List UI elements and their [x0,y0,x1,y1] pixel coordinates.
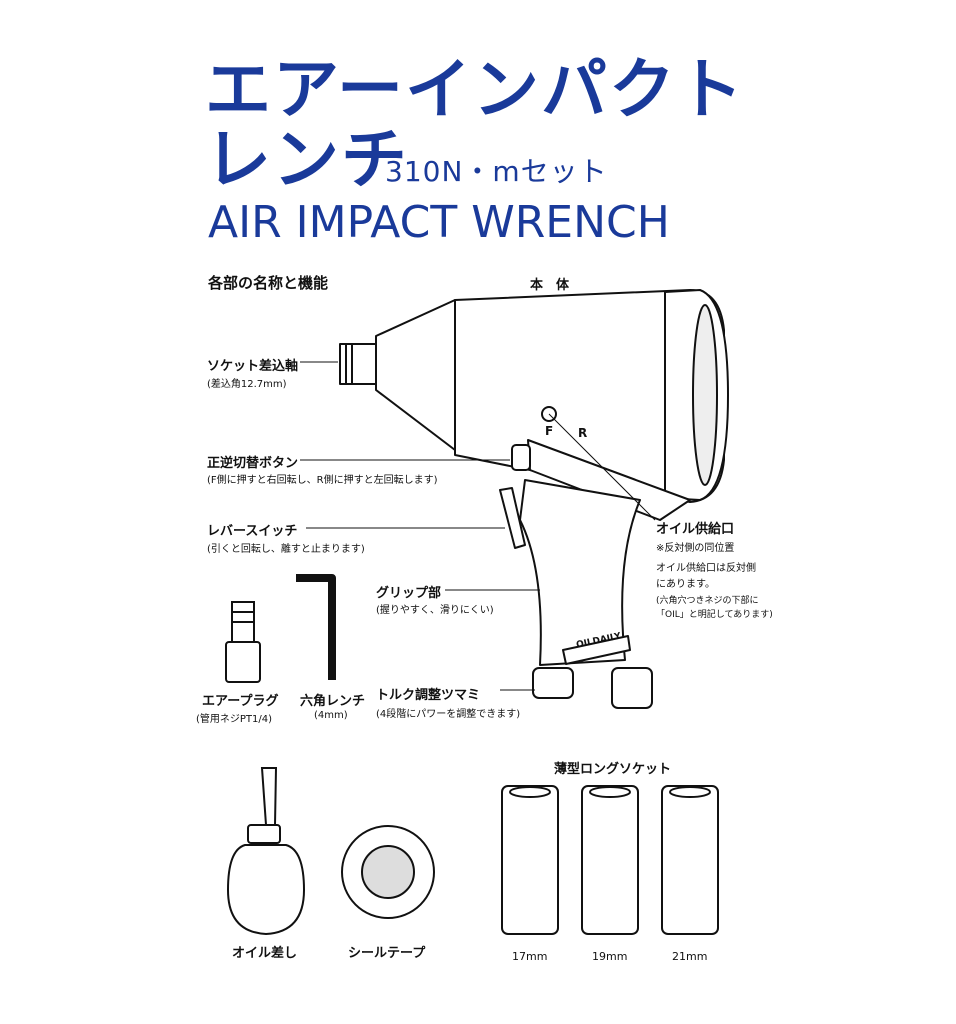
torque-knob-label: トルク調整ツマミ [376,688,481,703]
grip-note: (握りやすく、滑りにくい) [376,605,494,616]
oil-inlet-note5: 「OIL」と明記してあります) [656,610,773,620]
title-line1: エアーインパクト [205,51,746,128]
socket-size-17: 17mm [512,950,548,963]
socket-size-19: 19mm [592,950,628,963]
reverse-button-label: 正逆切替ボタン [207,456,299,471]
socket-19-shape [581,785,639,935]
socket-size-21: 21mm [672,950,708,963]
hex-wrench-note: (4mm) [314,710,348,721]
grip-label: グリップ部 [376,586,442,601]
seal-tape-label: シールテープ [348,946,426,961]
socket-shaft-label: ソケット差込軸 [207,359,299,374]
oil-inlet-label: オイル供給口 [656,522,735,537]
oil-inlet-note1: ※反対側の同位置 [656,543,735,554]
grip-shape [519,479,641,666]
socket-21-shape [661,785,719,935]
air-inlet-shape [611,667,653,709]
oil-inlet-note2: オイル供給口は反対側 [656,563,756,574]
body-label: 本 体 [530,278,570,293]
hex-wrench-shape [296,574,336,680]
socket-shaft-note: (差込角12.7mm) [207,379,287,390]
torque-knob-note: (4段階にパワーを調整できます) [376,709,521,720]
torque-knob-shape [532,667,574,699]
reverse-button-shape [511,444,531,471]
sockets-heading: 薄型ロングソケット [554,762,672,777]
lever-switch-label: レバースイッチ [207,524,298,539]
title-set: 310N・mセット [385,155,608,188]
title-line2: レンチ [205,121,409,198]
air-plug-note: (管用ネジPT1/4) [196,714,273,725]
socket-17-shape [501,785,559,935]
nose-shape [375,299,456,451]
section-heading: 各部の名称と機能 [208,274,329,292]
hex-wrench-label: 六角レンチ [300,694,366,709]
oil-inlet-note4: (六角穴つきネジの下部に [656,596,759,606]
oiler-nozzle-shape [260,767,278,826]
oiler-body-shape [226,844,306,936]
reverse-mark: R [578,426,588,440]
title-english: AIR IMPACT WRENCH [208,197,670,248]
air-plug-label: エアープラグ [202,694,279,709]
forward-mark: F [545,424,554,438]
lever-shape [499,487,526,549]
lever-switch-note: (引くと回転し、離すと止まります) [207,544,365,555]
reverse-button-note: (F側に押すと右回転し、R側に押すと左回転します) [207,475,438,486]
oiler-label: オイル差し [232,946,298,961]
oil-inlet-note3: にあります。 [656,579,715,590]
